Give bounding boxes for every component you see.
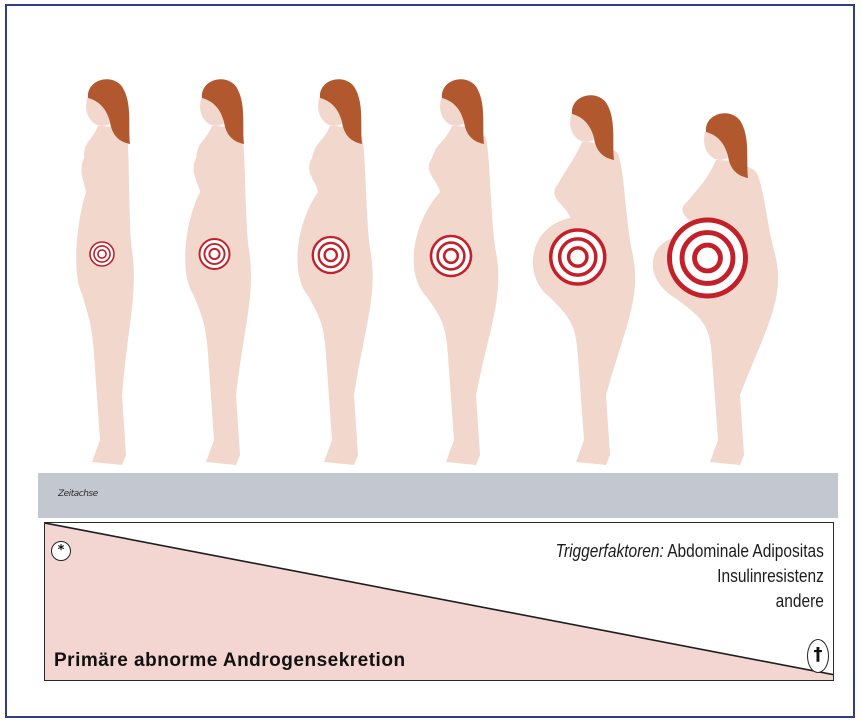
figure-stage-1: [76, 79, 134, 465]
abdominal-target-icon: [200, 239, 230, 269]
body-silhouette: [533, 142, 635, 465]
trigger-label: Triggerfaktoren:: [556, 541, 664, 561]
figure-stage-6: [653, 113, 778, 465]
body-silhouette: [653, 160, 778, 465]
death-symbol: †: [807, 639, 829, 673]
development-panel: * † Triggerfaktoren: Abdominale Adiposit…: [44, 522, 834, 681]
figure-stage-3: [297, 79, 372, 465]
abdominal-target-icon: [90, 242, 114, 266]
figure-stage-5: [533, 95, 635, 465]
abdominal-target-icon: [551, 230, 605, 284]
abdominal-target-icon: [431, 236, 471, 276]
body-silhouette: [414, 126, 499, 465]
trigger-item-andere: andere: [556, 589, 824, 614]
body-silhouette: [185, 126, 251, 465]
birth-symbol: *: [51, 541, 71, 561]
trigger-item-adipositas: Abdominale Adipositas: [667, 541, 824, 561]
figure-stage-4: [414, 79, 499, 465]
figure-stage-2: [185, 79, 251, 465]
trigger-factors: Triggerfaktoren: Abdominale Adipositas I…: [556, 539, 824, 614]
trigger-item-insulin: Insulinresistenz: [556, 564, 824, 589]
figure-silhouettes: [0, 0, 862, 480]
body-silhouette: [297, 126, 372, 465]
primary-label: Primäre abnorme Androgensekretion: [54, 650, 406, 672]
abdominal-target-icon: [313, 237, 349, 273]
abdominal-target-icon: [670, 220, 746, 296]
ground-bar: Zeitachse: [38, 473, 838, 518]
trigger-line-1: Triggerfaktoren: Abdominale Adipositas: [556, 539, 824, 564]
ground-label: Zeitachse: [58, 489, 98, 499]
body-silhouette: [76, 126, 134, 465]
